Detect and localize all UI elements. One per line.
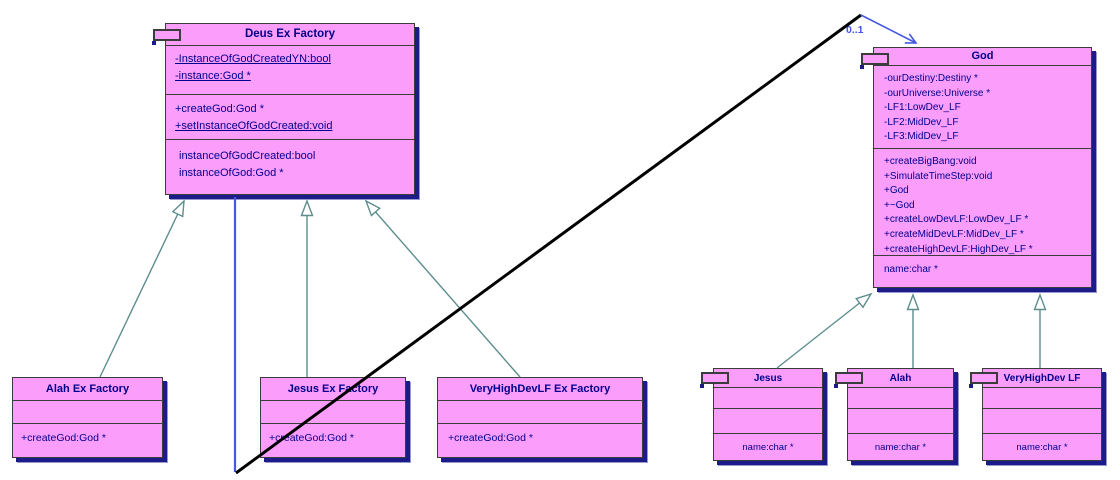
properties-compartment: instanceOfGodCreated:bool instanceOfGod:… xyxy=(166,139,414,194)
class-icon xyxy=(700,372,729,388)
class-box-jesus[interactable]: Jesus name:char * xyxy=(700,368,823,461)
properties-compartment: name:char * xyxy=(874,255,1091,287)
attributes-compartment xyxy=(848,387,953,408)
class-title: VeryHighDevLF Ex Factory xyxy=(469,383,611,395)
attributes-compartment xyxy=(438,400,642,423)
attributes-compartment: -ourDestiny:Destiny * -ourUniverse:Unive… xyxy=(874,65,1091,148)
property-row: name:char * xyxy=(1016,442,1068,453)
association-edge-arrow-to-god[interactable] xyxy=(860,14,918,44)
properties-compartment: name:char * xyxy=(848,433,953,460)
class-title: Alah Ex Factory xyxy=(45,383,130,395)
methods-compartment: +createBigBang:void +SimulateTimeStep:vo… xyxy=(874,148,1091,255)
method-row: +createLowDevLF:LowDev_LF * xyxy=(884,214,1029,226)
class-title: Deus Ex Factory xyxy=(244,28,336,40)
methods-compartment: +createGod:God * +setInstanceOfGodCreate… xyxy=(166,94,414,139)
methods-compartment: +createGod:God * xyxy=(438,423,642,457)
method-row: +createGod:God * xyxy=(269,432,354,444)
class-title: Jesus xyxy=(753,373,783,384)
inheritance-edge-jesus-to-god[interactable] xyxy=(776,292,873,369)
class-icon xyxy=(152,29,181,45)
method-row: +createGod:God * xyxy=(21,432,106,444)
property-row: instanceOfGod:God * xyxy=(179,167,284,179)
class-icon xyxy=(834,372,863,388)
method-row: +God xyxy=(884,185,909,197)
methods-compartment: +createGod:God * xyxy=(261,423,405,457)
multiplicity-label: 0..1 xyxy=(846,24,864,36)
method-row: +createGod:God * xyxy=(448,432,533,444)
method-row: +createGod:God * xyxy=(175,103,264,115)
property-row: name:char * xyxy=(742,442,794,453)
attribute-row: -ourUniverse:Universe * xyxy=(884,87,991,99)
attribute-row: -instance:God * xyxy=(175,70,251,82)
attribute-row: -LF2:MidDev_LF xyxy=(884,116,959,128)
inheritance-edge-alah-factory-to-deus[interactable] xyxy=(99,199,185,378)
class-box-jesus-ex-factory[interactable]: Jesus Ex Factory +createGod:God * xyxy=(260,377,406,458)
method-row: +createBigBang:void xyxy=(884,156,977,167)
method-row: +createMidDevLF:MidDev_LF * xyxy=(884,228,1024,240)
methods-compartment xyxy=(983,408,1101,433)
attribute-row: -LF3:MidDev_LF xyxy=(884,131,959,143)
method-row: +~God xyxy=(884,199,915,211)
attributes-compartment xyxy=(714,387,822,408)
properties-compartment: name:char * xyxy=(983,433,1101,460)
class-title: Jesus Ex Factory xyxy=(287,383,379,395)
class-box-deus-ex-factory[interactable]: Deus Ex Factory -InstanceOfGodCreatedYN:… xyxy=(152,23,415,195)
class-title: Alah xyxy=(889,373,912,384)
inheritance-edge-veryhighdevlf-factory-to-deus[interactable] xyxy=(364,199,521,378)
method-row: +setInstanceOfGodCreated:void xyxy=(175,120,333,132)
method-row: +SimulateTimeStep:void xyxy=(884,170,993,182)
class-box-alah[interactable]: Alah name:char * xyxy=(834,368,954,461)
class-box-god[interactable]: God -ourDestiny:Destiny * -ourUniverse:U… xyxy=(860,47,1092,288)
methods-compartment xyxy=(848,408,953,433)
properties-compartment: name:char * xyxy=(714,433,822,460)
class-title: God xyxy=(971,50,994,62)
class-box-veryhighdev-lf[interactable]: VeryHighDev LF name:char * xyxy=(969,368,1102,461)
methods-compartment xyxy=(714,408,822,433)
class-box-veryhighdevlf-ex-factory[interactable]: VeryHighDevLF Ex Factory +createGod:God … xyxy=(437,377,643,458)
attribute-row: -ourDestiny:Destiny * xyxy=(884,73,978,84)
attributes-compartment xyxy=(13,400,162,423)
class-icon xyxy=(969,372,998,388)
class-box-alah-ex-factory[interactable]: Alah Ex Factory +createGod:God * xyxy=(12,377,163,458)
property-row: instanceOfGodCreated:bool xyxy=(179,150,316,162)
property-row: name:char * xyxy=(884,264,938,275)
attribute-row: -LF1:LowDev_LF xyxy=(884,102,961,114)
attribute-row: -InstanceOfGodCreatedYN:bool xyxy=(175,53,331,65)
property-row: name:char * xyxy=(874,442,927,453)
methods-compartment: +createGod:God * xyxy=(13,423,162,457)
method-row: +createHighDevLF:HighDev_LF * xyxy=(884,243,1033,255)
attributes-compartment xyxy=(983,387,1101,408)
class-title: VeryHighDev LF xyxy=(1003,373,1081,384)
attributes-compartment xyxy=(261,400,405,423)
attributes-compartment: -InstanceOfGodCreatedYN:bool -instance:G… xyxy=(166,45,414,94)
class-icon xyxy=(860,53,889,69)
